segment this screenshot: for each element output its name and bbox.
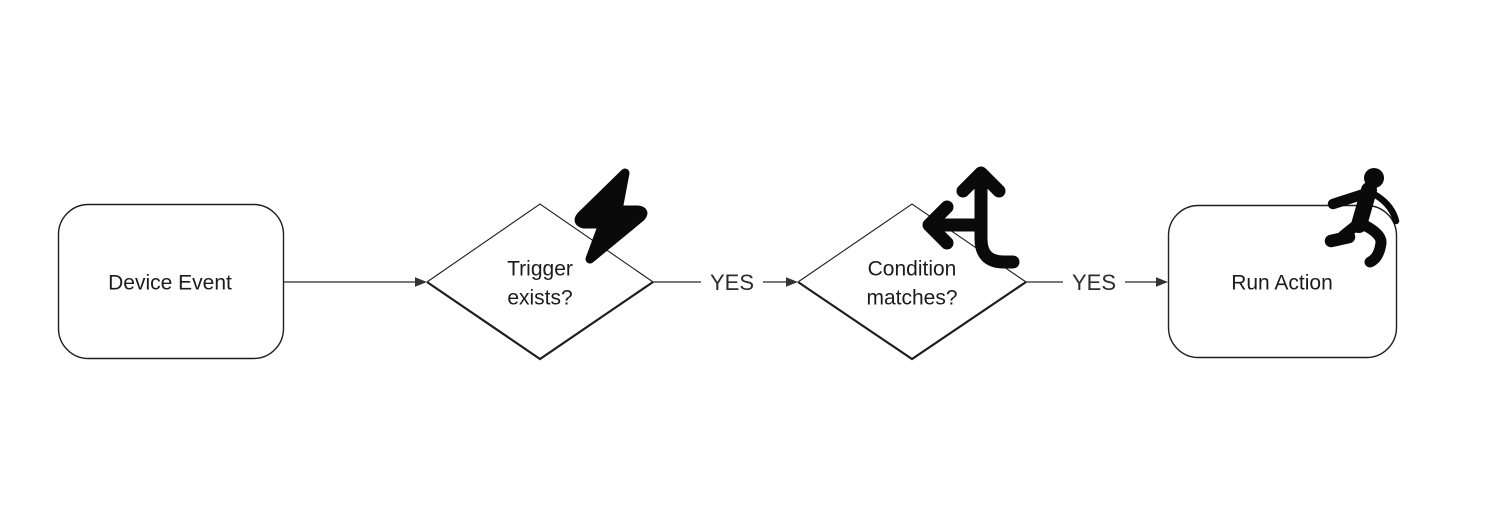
runner-rear-arm (1368, 189, 1400, 225)
runner-front-arm (1327, 188, 1370, 210)
edge-device-to-trigger (283, 277, 427, 287)
node-device-event (57, 203, 285, 360)
person-running-icon (1324, 168, 1400, 268)
edge-condition-to-run (1026, 277, 1168, 287)
node-condition-matches (797, 203, 1027, 361)
diamond-bottom-edges (426, 281, 654, 361)
arrowhead-icon (415, 277, 427, 287)
runner-rear-leg (1354, 217, 1387, 268)
node-trigger-exists (426, 203, 654, 361)
lightning-bolt-shape (574, 168, 648, 264)
diamond-top-edges (426, 203, 654, 283)
diamond-fill (798, 204, 1026, 359)
directions-split-icon (922, 166, 1020, 269)
arrowhead-icon (786, 277, 798, 287)
stem-curve (974, 171, 1020, 269)
edge-trigger-to-condition (653, 277, 798, 287)
runner-front-shoe (1324, 230, 1356, 248)
arrowhead-icon (1156, 277, 1168, 287)
diamond-bottom-edges (797, 281, 1027, 361)
lightning-bolt-icon (574, 168, 648, 264)
left-arrowhead (922, 200, 954, 250)
